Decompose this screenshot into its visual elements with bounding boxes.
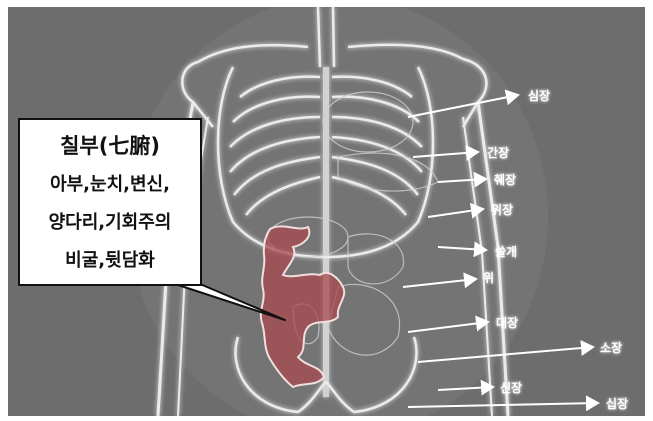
callout-line-1: 아부,눈치,변신, <box>20 170 200 196</box>
callout-bubble: 칠부(七腑) 아부,눈치,변신, 양다리,기회주의 비굴,뒷담화 <box>18 118 202 286</box>
callout-line-3: 비굴,뒷담화 <box>20 246 200 272</box>
callout-title: 칠부(七腑) <box>20 130 200 160</box>
callout-line-2: 양다리,기회주의 <box>20 208 200 234</box>
